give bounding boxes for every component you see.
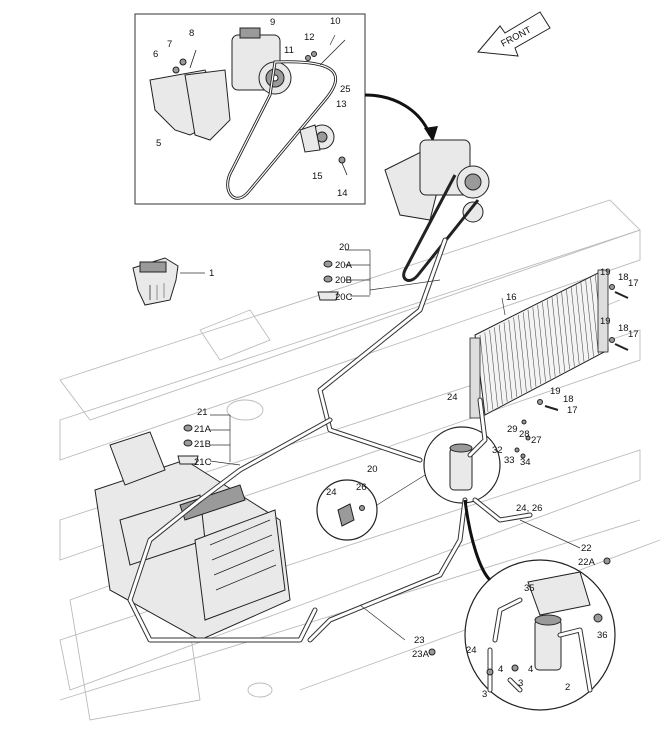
callout-19b: 19: [600, 316, 611, 327]
callout-29: 29: [507, 424, 518, 435]
callout-35: 35: [524, 583, 535, 594]
callout-8: 8: [189, 28, 194, 39]
callout-9: 9: [270, 17, 275, 28]
condenser-fin: [479, 334, 489, 413]
condenser-fin: [484, 332, 494, 410]
callout-20A: 20A: [335, 260, 353, 271]
callout-4a: 4: [498, 664, 503, 675]
compressor-installed: [384, 139, 490, 282]
callout-36: 36: [597, 630, 608, 641]
condenser-fin: [590, 277, 599, 355]
ac-hoses: [127, 237, 533, 643]
condenser-fin: [513, 317, 522, 395]
callout-3b: 3: [518, 678, 523, 689]
callout-15: 15: [312, 171, 323, 182]
callout-1: 1: [209, 268, 214, 279]
callout-20B: 20B: [335, 275, 352, 286]
detail-arrow: [364, 93, 432, 136]
condenser-fin: [494, 327, 503, 405]
callout-7: 7: [167, 39, 172, 50]
callout-18c: 18: [563, 394, 574, 405]
callout-34: 34: [520, 457, 531, 468]
callout-23: 23: [414, 635, 425, 646]
condenser-fin: [580, 282, 590, 360]
drier-detail-circle: [463, 499, 616, 711]
condenser-fin: [542, 302, 551, 380]
condenser-fin: [498, 324, 508, 402]
callout-28: 28: [519, 429, 530, 440]
condenser-fin: [532, 307, 542, 385]
callout-32: 32: [492, 445, 503, 456]
front-direction-arrow: FRONT: [477, 11, 551, 57]
callout-6: 6: [153, 49, 158, 60]
hvac-unit-icon: [94, 431, 291, 641]
cap-icon: [177, 291, 339, 465]
condenser-fin: [585, 279, 594, 357]
condenser-fin: [570, 287, 580, 365]
callout-10: 10: [330, 16, 341, 27]
condenser-fin: [518, 314, 527, 392]
receiver-drier-icon: [423, 426, 501, 504]
callout-20: 20: [339, 242, 350, 253]
callout-24a: 24: [447, 392, 458, 403]
callout-2: 2: [565, 682, 570, 693]
callout-21: 21: [197, 407, 208, 418]
condenser-fin: [537, 304, 546, 382]
callout-18a: 18: [618, 272, 629, 283]
callout-19c: 19: [550, 386, 561, 397]
callout-13: 13: [336, 99, 347, 110]
callout-17c: 17: [567, 405, 578, 416]
callout-20C: 20C: [335, 292, 353, 303]
condenser-fin: [551, 297, 561, 375]
compressor-inset: [134, 13, 366, 205]
condenser-fin: [575, 284, 585, 362]
callout-23A: 23A: [412, 649, 430, 660]
callout-5: 5: [156, 138, 161, 149]
callout-21B: 21B: [194, 439, 211, 450]
condenser-fin: [546, 299, 556, 377]
callout-18b: 18: [618, 323, 629, 334]
callout-14: 14: [337, 188, 348, 199]
clamp-detail-circle: [316, 474, 426, 541]
callout-33: 33: [504, 455, 515, 466]
leader-lines: [180, 34, 581, 641]
callout-22: 22: [581, 543, 592, 554]
callout-21A: 21A: [194, 424, 212, 435]
condenser-fin: [556, 294, 566, 372]
callout-4b: 4: [528, 664, 533, 675]
callout-27: 27: [531, 435, 542, 446]
callout-19a: 19: [600, 267, 611, 278]
condenser-fin: [566, 289, 575, 367]
callout-22A: 22A: [578, 557, 596, 568]
condenser-fin: [527, 309, 537, 387]
fasteners: [428, 284, 629, 656]
condenser-fin: [503, 322, 513, 400]
callout-24b: 24: [326, 487, 337, 498]
callout-3a: 3: [482, 689, 487, 700]
callout-24-26: 24, 26: [516, 503, 542, 514]
o-ring-icon: [183, 260, 333, 447]
condenser-fin: [508, 319, 518, 397]
switch-icon: [132, 257, 179, 306]
callout-24c: 24: [466, 645, 477, 656]
callout-21C: 21C: [194, 457, 212, 468]
callout-20b: 20: [367, 464, 378, 475]
callout-11: 11: [284, 45, 294, 56]
condenser-fin: [561, 292, 570, 370]
callout-25: 25: [340, 84, 351, 95]
condenser-fin: [522, 312, 532, 390]
callout-17a: 17: [628, 278, 639, 289]
condenser-icon: [469, 269, 609, 419]
callout-17b: 17: [628, 329, 639, 340]
callout-labels: 1 2 3 3 4 4 5 6 7 8 9 10 11 12 13 14 15 …: [153, 16, 639, 700]
callout-26: 26: [356, 482, 367, 493]
condenser-fin: [489, 329, 498, 407]
callout-16: 16: [506, 292, 517, 303]
callout-12: 12: [304, 32, 315, 43]
